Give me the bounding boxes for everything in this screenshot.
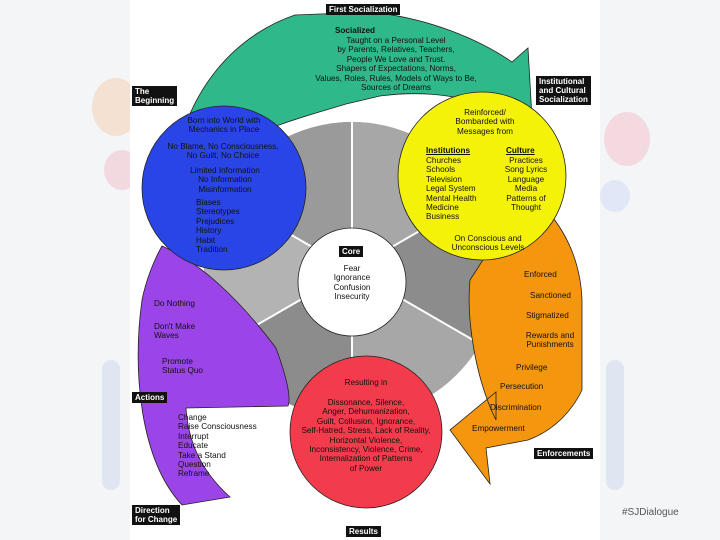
beginning-list: Biases Stereotypes Prejudices History Ha…	[196, 198, 240, 255]
direction-for-change-tag: Direction for Change	[132, 505, 181, 525]
enforcement-privilege: Privilege	[516, 363, 548, 372]
first-socialization-tag: First Socialization	[326, 4, 401, 15]
institutional-reinforced: Reinforced/ Bombarded with Messages from	[455, 108, 515, 136]
deco-person-right	[606, 360, 624, 490]
deco-bubble-right-2	[600, 180, 630, 212]
results-tag: Results	[346, 526, 381, 537]
culture-list: Practices Song Lyrics Language Media Pat…	[504, 156, 548, 213]
enforcements-tag: Enforcements	[534, 448, 594, 459]
cycle-of-socialization-diagram: First Socialization The Beginning Instit…	[130, 0, 600, 540]
enforcement-persecution: Persecution	[500, 382, 544, 391]
beginning-born: Born into World with Mechanics in Place	[187, 116, 261, 135]
results-body: Dissonance, Silence, Anger, Dehumanizati…	[301, 398, 431, 473]
enforcement-enforced: Enforced	[524, 270, 557, 279]
core-body: Fear Ignorance Confusion Insecurity	[333, 264, 371, 302]
institutions-title: Institutions	[426, 146, 471, 155]
deco-person-left	[102, 360, 120, 490]
institutional-cultural-tag: Institutional and Cultural Socialization	[536, 76, 591, 105]
action-do-nothing: Do Nothing	[154, 299, 195, 308]
blue-circle	[141, 105, 307, 271]
red-circle	[289, 355, 443, 509]
hashtag: #SJDialogue	[622, 507, 679, 518]
action-promote-status-quo: Promote Status Quo	[162, 357, 203, 376]
institutions-list: Churches Schools Television Legal System…	[426, 156, 477, 222]
orange-arrow	[449, 189, 583, 486]
socialized-body: Taught on a Personal Level by Parents, R…	[315, 36, 477, 93]
action-dont-make-waves: Don't Make Waves	[154, 322, 196, 341]
yellow-circle	[397, 91, 567, 261]
beginning-no-blame: No Blame, No Consciousness, No Guilt, No…	[167, 142, 279, 161]
institutional-conscious: On Conscious and Unconscious Levels	[451, 234, 525, 253]
core-circle	[297, 227, 407, 337]
enforcement-empowerment: Empowerment	[472, 424, 525, 433]
results-title: Resulting in	[344, 378, 388, 387]
the-beginning-tag: The Beginning	[132, 86, 178, 106]
culture-title: Culture	[506, 146, 535, 155]
enforcement-stigmatized: Stigmatized	[526, 311, 569, 320]
actions-tag: Actions	[132, 392, 168, 403]
socialized-title: Socialized	[334, 26, 376, 35]
deco-bubble-right	[604, 112, 650, 166]
diagram-shapes	[137, 11, 583, 509]
enforcement-discrimination: Discrimination	[490, 403, 542, 412]
beginning-limited-info: Limited Information No Information Misin…	[190, 166, 260, 194]
core-tag: Core	[339, 246, 364, 257]
change-list: Change Raise Consciousness Interrupt Edu…	[178, 413, 257, 479]
enforcement-sanctioned: Sanctioned	[530, 291, 571, 300]
enforcement-rewards: Rewards and Punishments	[525, 331, 575, 350]
purple-arrow	[137, 245, 290, 506]
